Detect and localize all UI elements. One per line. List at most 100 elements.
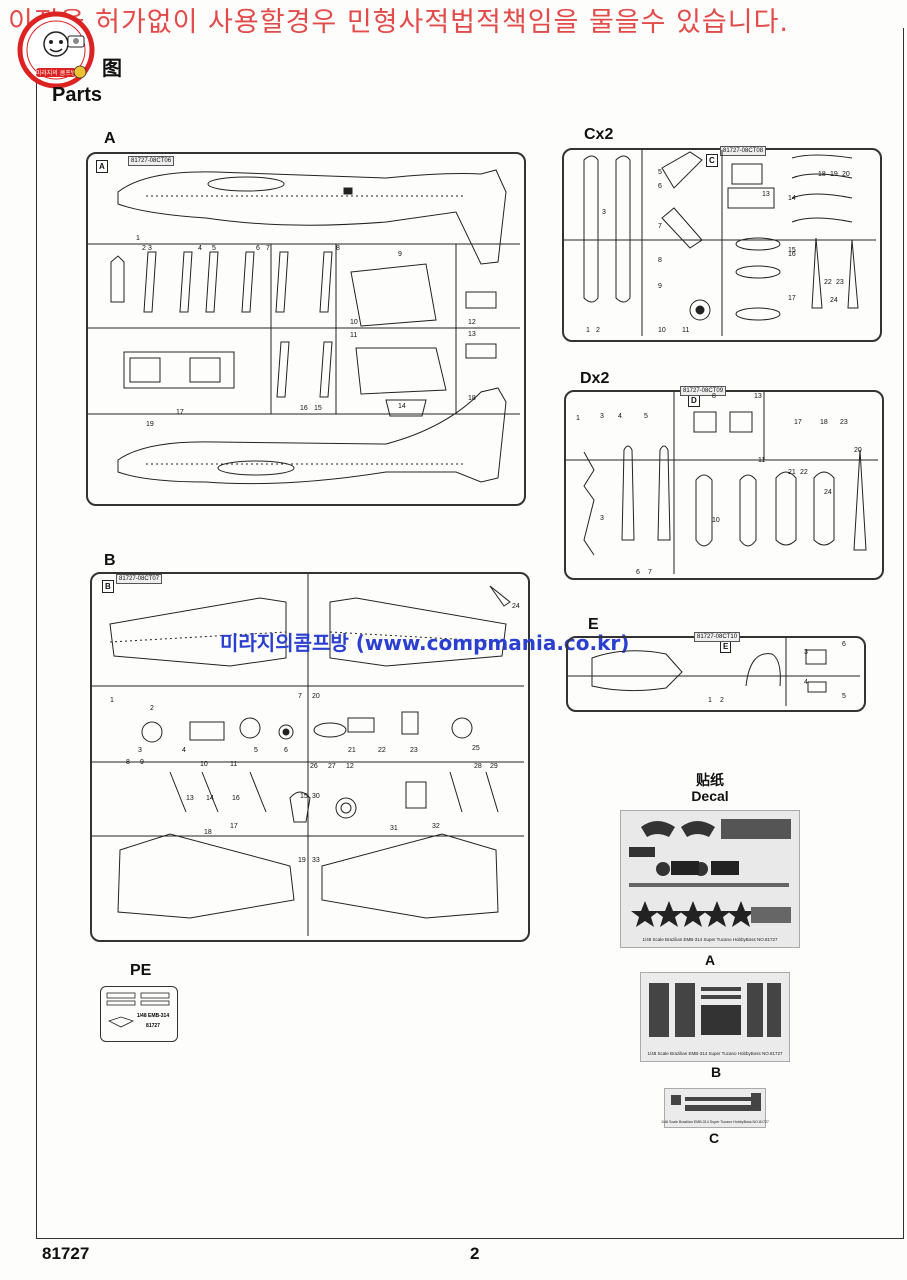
svg-text:9: 9 <box>140 759 144 766</box>
sprue-a-frame <box>86 152 526 506</box>
svg-text:18: 18 <box>204 829 212 836</box>
svg-text:21: 21 <box>348 747 356 754</box>
svg-text:1: 1 <box>586 327 590 334</box>
svg-text:17: 17 <box>788 295 796 302</box>
svg-text:1: 1 <box>576 415 580 422</box>
svg-text:5: 5 <box>254 747 258 754</box>
svg-text:1: 1 <box>110 697 114 704</box>
sprue-c-tag: C <box>706 154 718 167</box>
svg-text:29: 29 <box>490 763 498 770</box>
svg-text:15: 15 <box>300 793 308 800</box>
sprue-e-code: 81727-08CT10 <box>694 632 741 642</box>
watermark-middle: 미라지의콤프방 (www.compmania.co.kr) <box>220 631 630 655</box>
svg-text:7: 7 <box>266 245 270 252</box>
svg-text:23: 23 <box>410 747 418 754</box>
svg-text:33: 33 <box>312 857 320 864</box>
svg-text:32: 32 <box>432 823 440 830</box>
svg-text:7: 7 <box>658 223 662 230</box>
svg-text:20: 20 <box>312 693 320 700</box>
sprue-c-label: Cx2 <box>584 126 614 143</box>
svg-text:8: 8 <box>658 257 662 264</box>
svg-text:6: 6 <box>636 569 640 576</box>
watermark-top: 이진을 허가없이 사용할경우 민형사적법적책임을 물을수 있습니다. <box>8 7 790 38</box>
svg-text:30: 30 <box>312 793 320 800</box>
svg-text:10: 10 <box>712 517 720 524</box>
sprue-a-tag: A <box>96 160 108 173</box>
svg-text:19: 19 <box>298 857 306 864</box>
svg-text:2: 2 <box>142 245 146 252</box>
decal-sheet-c-label: C <box>708 1130 720 1146</box>
sprue-b-tag: B <box>102 580 114 593</box>
svg-text:5: 5 <box>644 413 648 420</box>
svg-text:5: 5 <box>658 169 662 176</box>
svg-text:1: 1 <box>708 697 712 704</box>
pe-fret: 1/48 EMB-314 81727 <box>100 986 178 1042</box>
decal-sheet-b-label: B <box>710 1064 722 1080</box>
svg-text:27: 27 <box>328 763 336 770</box>
svg-text:14: 14 <box>788 195 796 202</box>
svg-text:3: 3 <box>600 515 604 522</box>
sprue-a-code: 81727-08CT06 <box>128 156 175 166</box>
svg-text:8: 8 <box>712 393 716 400</box>
svg-text:20: 20 <box>854 447 862 454</box>
svg-text:31: 31 <box>390 825 398 832</box>
svg-text:3: 3 <box>138 747 142 754</box>
svg-text:3: 3 <box>602 209 606 216</box>
svg-text:22: 22 <box>824 279 832 286</box>
svg-text:3: 3 <box>804 649 808 656</box>
decal-sheet-b-caption: 1/48 Scale Brazilian EMB-314 Super Tucan… <box>647 1051 783 1056</box>
svg-text:18: 18 <box>468 395 476 402</box>
decal-sheet-a-caption: 1/48 Scale Brazilian EMB-314 Super Tucan… <box>642 937 778 942</box>
decal-title-cn: 贴纸 <box>696 772 724 788</box>
svg-text:20: 20 <box>842 171 850 178</box>
svg-text:11: 11 <box>682 327 689 334</box>
svg-text:8: 8 <box>336 245 340 252</box>
svg-text:14: 14 <box>206 795 214 802</box>
svg-text:18: 18 <box>820 419 828 426</box>
pe-label: PE <box>130 962 152 979</box>
svg-text:17: 17 <box>230 823 238 830</box>
sprue-b-frame <box>90 572 530 942</box>
svg-text:3: 3 <box>600 413 604 420</box>
decal-title-en: Decal <box>691 788 729 804</box>
decal-sheet-a: 1/48 Scale Brazilian EMB-314 Super Tucan… <box>620 810 800 948</box>
sprue-a-label: A <box>104 130 116 147</box>
heading-en: Parts <box>52 84 103 106</box>
svg-text:5: 5 <box>842 693 846 700</box>
decal-sheet-c-caption: 1/48 Scale Brazilian EMB-314 Super Tucan… <box>661 1120 769 1124</box>
svg-text:12: 12 <box>346 763 354 770</box>
pe-line2: 81727 <box>146 1023 160 1029</box>
svg-text:8: 8 <box>126 759 130 766</box>
svg-text:6: 6 <box>842 641 846 648</box>
svg-text:10: 10 <box>200 761 208 768</box>
svg-text:21: 21 <box>788 469 796 476</box>
svg-text:24: 24 <box>830 297 838 304</box>
svg-text:16: 16 <box>300 405 308 412</box>
svg-text:19: 19 <box>830 171 838 178</box>
svg-text:11: 11 <box>758 457 765 464</box>
svg-text:6: 6 <box>284 747 288 754</box>
svg-text:28: 28 <box>474 763 482 770</box>
sprue-e-label: E <box>588 616 599 633</box>
svg-text:26: 26 <box>310 763 318 770</box>
mirage-logo: 미라지의 콤프방 <box>17 11 95 89</box>
svg-text:15: 15 <box>788 247 796 254</box>
svg-text:15: 15 <box>314 405 322 412</box>
sprue-d-code: 81727-08CT09 <box>680 386 727 396</box>
decal-sheet-c: 1/48 Scale Brazilian EMB-314 Super Tucan… <box>661 1088 769 1128</box>
svg-text:7: 7 <box>298 693 302 700</box>
svg-text:23: 23 <box>840 419 848 426</box>
svg-text:17: 17 <box>176 409 184 416</box>
sprue-d-label: Dx2 <box>580 370 610 387</box>
svg-text:17: 17 <box>794 419 802 426</box>
svg-text:13: 13 <box>754 393 762 400</box>
svg-text:7: 7 <box>648 569 652 576</box>
svg-text:1: 1 <box>136 235 140 242</box>
sprue-b-code: 81727-08CT07 <box>116 574 163 584</box>
logo-text: 미라지의 콤프방 <box>36 69 77 77</box>
svg-text:10: 10 <box>350 319 358 326</box>
